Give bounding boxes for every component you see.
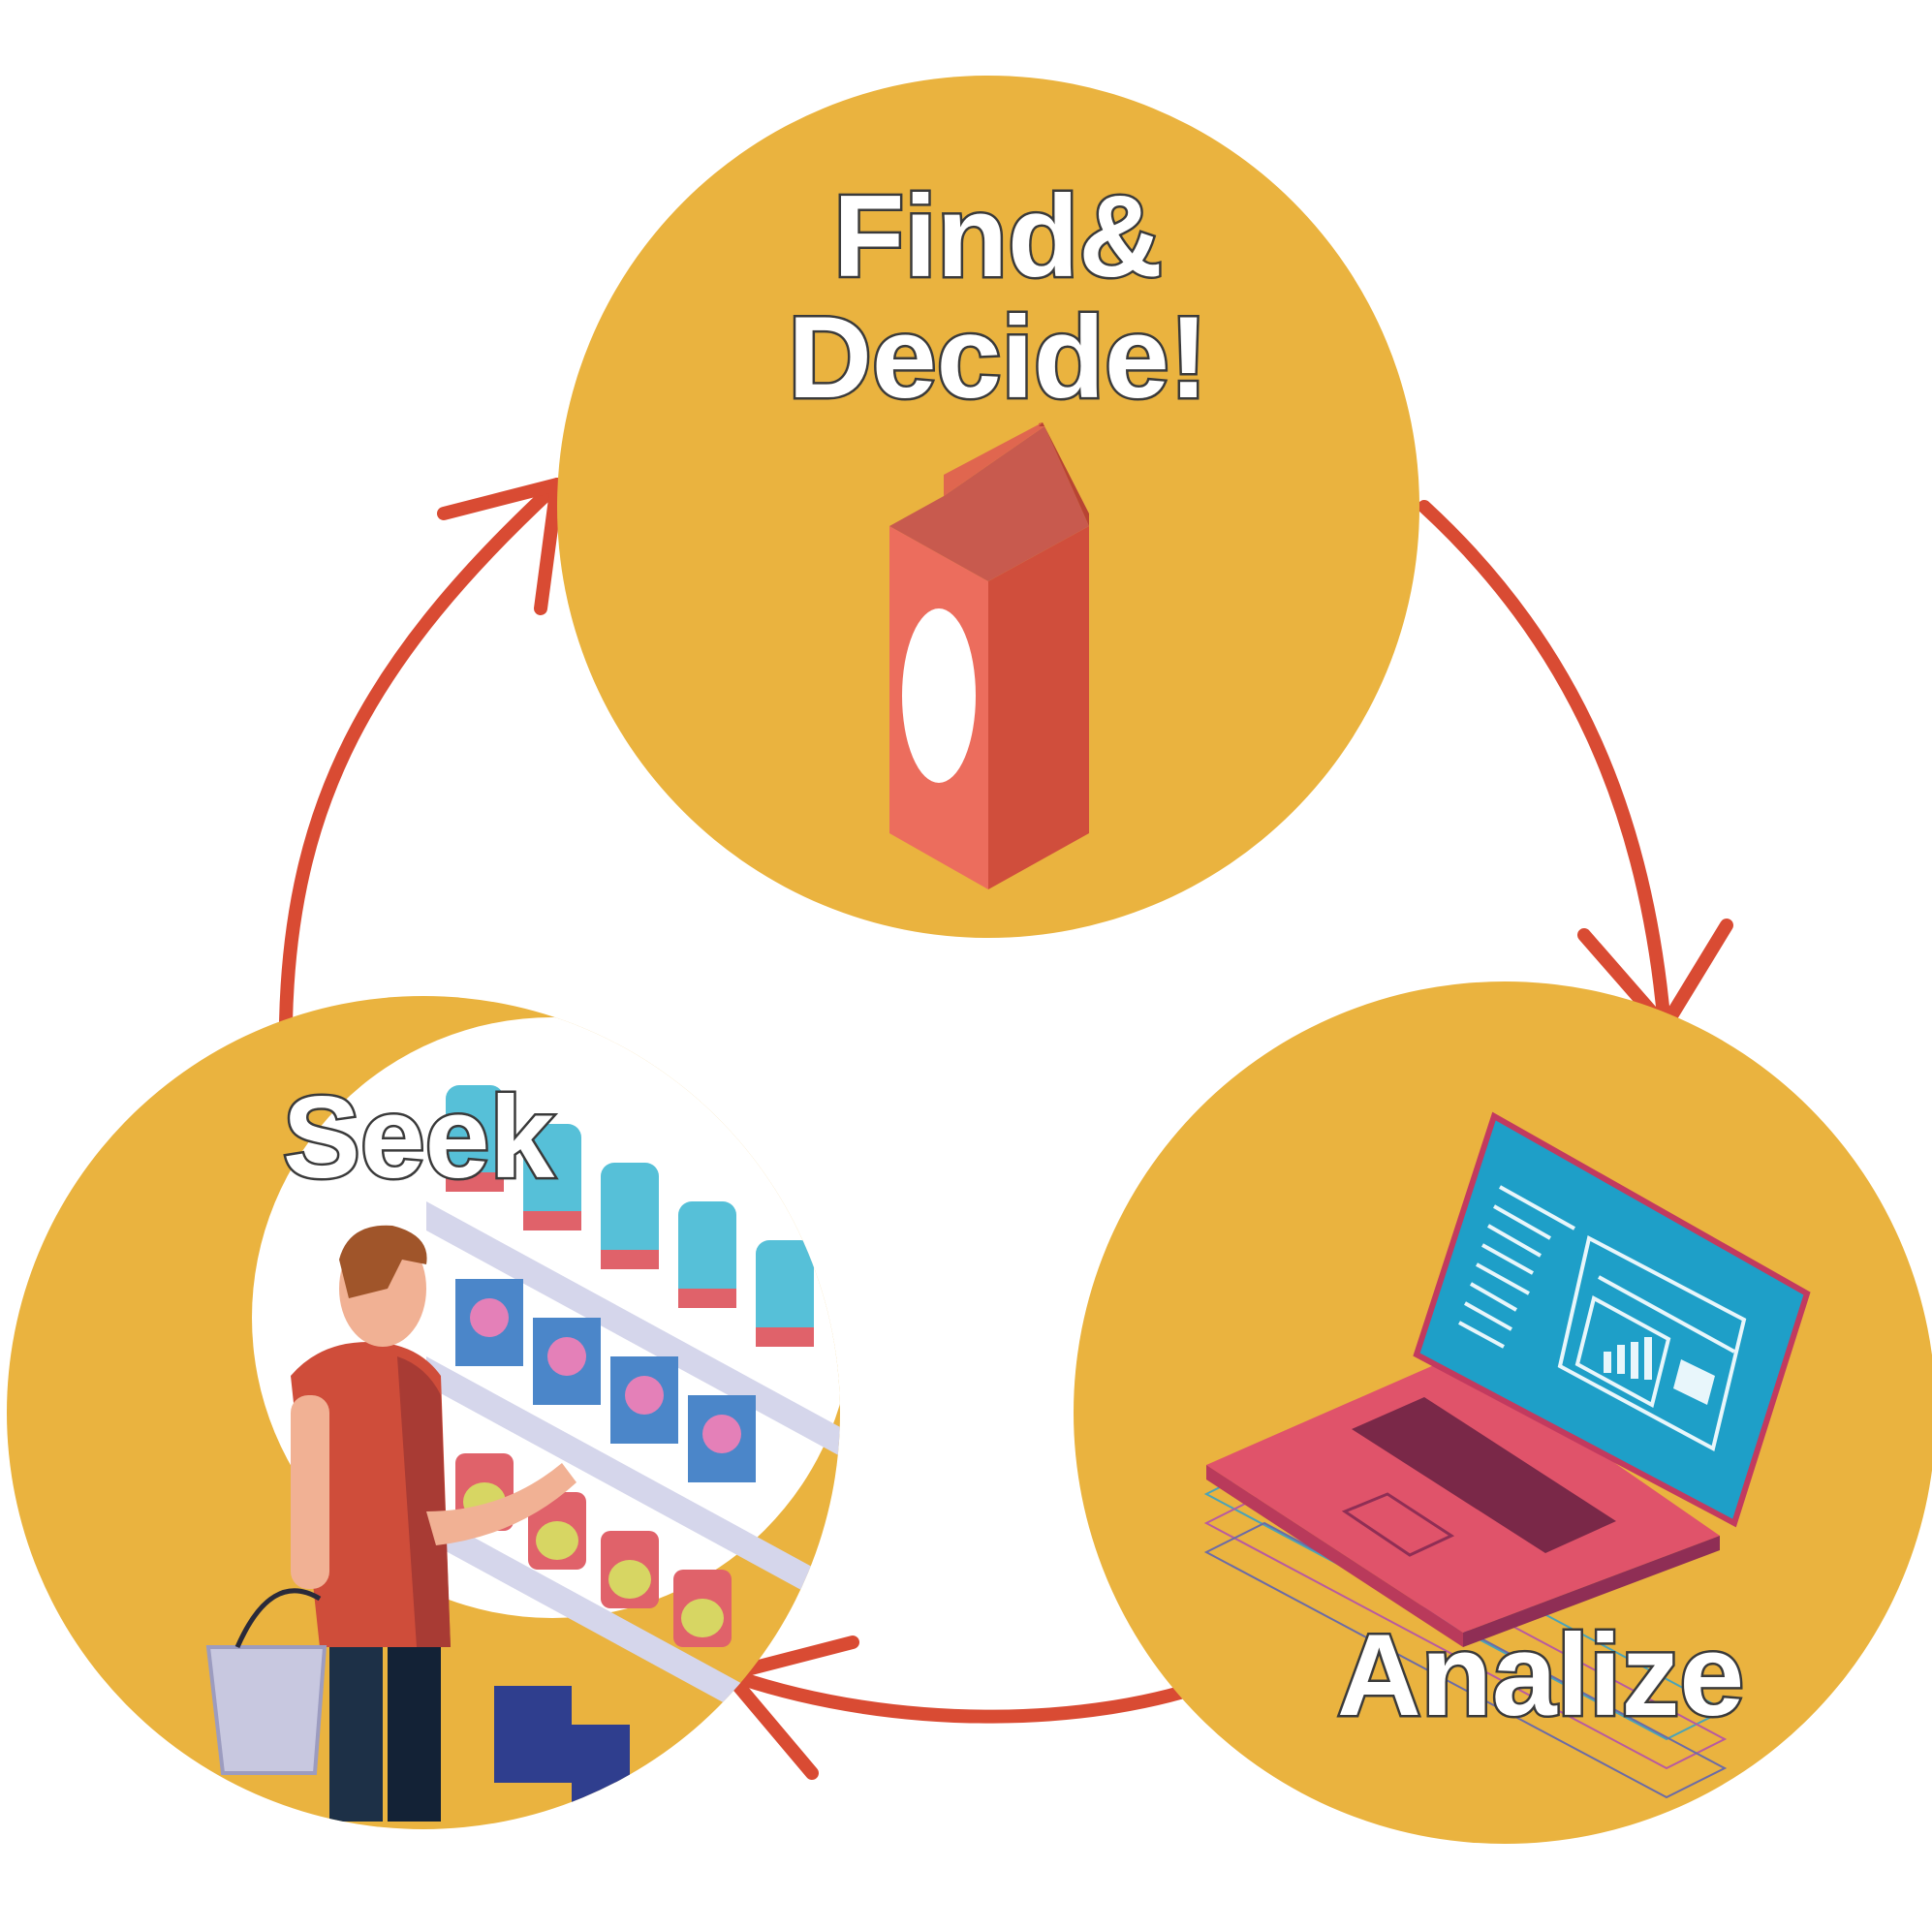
arrow-analize-to-seek [722,1667,1223,1724]
seek-label: Seek [283,1073,555,1202]
stage-find-decide: Find& Decide! [557,76,1419,938]
arrow-seek-to-find [279,478,564,1029]
carton-label-window [902,608,976,783]
arrow-head-seek-to-find [437,478,564,615]
find-label-line2: Decide! [788,293,1207,422]
stage-seek: Seek [7,996,840,1829]
shopper-figure [205,1225,576,1822]
laptop-analytics-icon [1203,1111,1811,1799]
stage-analize: Analize [1074,981,1932,1844]
milk-carton-icon [889,422,1089,889]
arrow-find-to-analize [1418,500,1671,1034]
shopper-at-shelf-illustration [205,1017,840,1822]
find-label-line1: Find& [833,171,1163,301]
analize-label: Analize [1337,1610,1744,1740]
